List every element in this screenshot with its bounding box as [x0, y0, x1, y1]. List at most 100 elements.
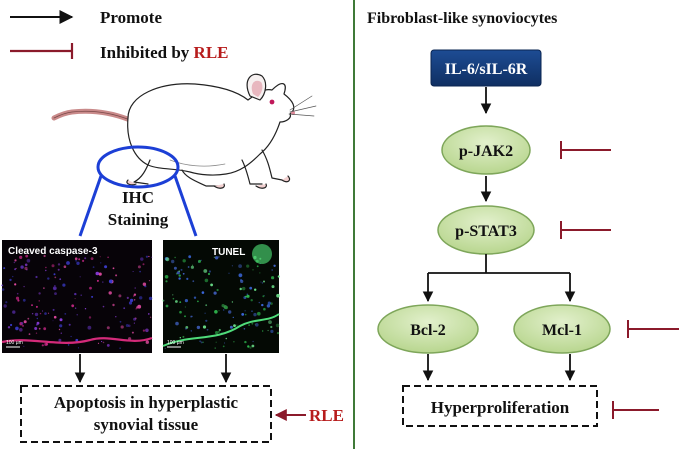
- stain-speckle: [229, 325, 233, 329]
- stain-speckle: [247, 345, 250, 348]
- stain-speckle: [165, 257, 170, 262]
- hyper-inhibit-icon: [612, 401, 659, 419]
- stain-speckle: [119, 320, 122, 323]
- stain-speckle: [277, 275, 280, 278]
- stain-speckle: [64, 313, 67, 315]
- stain-speckle: [7, 326, 11, 329]
- stain-speckle: [19, 255, 23, 259]
- stain-speckle: [199, 340, 201, 343]
- stain-speckle: [134, 287, 136, 289]
- stain-speckle: [254, 288, 257, 291]
- stain-speckle: [22, 298, 26, 302]
- stain-speckle: [180, 268, 183, 271]
- stain-speckle: [271, 276, 275, 280]
- stain-speckle: [259, 272, 261, 274]
- stain-speckle: [191, 264, 194, 266]
- stain-speckle: [182, 259, 186, 263]
- stain-speckle: [190, 315, 193, 318]
- stain-speckle: [249, 346, 252, 349]
- stain-speckle: [218, 310, 220, 312]
- stain-speckle: [251, 344, 255, 348]
- stain-speckle: [202, 341, 204, 343]
- stain-speckle: [1, 284, 4, 287]
- mcl1-label: Mcl-1: [542, 322, 582, 339]
- stain-speckle: [76, 314, 78, 316]
- stain-speckle: [239, 278, 243, 282]
- stain-speckle: [92, 266, 95, 268]
- stain-speckle: [5, 301, 8, 304]
- caspase-stain-dots: [1, 254, 153, 349]
- stain-speckle: [47, 277, 50, 280]
- stain-speckle: [201, 291, 205, 294]
- stain-speckle: [270, 325, 273, 329]
- stain-speckle: [54, 292, 57, 295]
- stain-speckle: [16, 292, 19, 295]
- stain-speckle: [174, 256, 176, 259]
- stain-speckle: [3, 267, 6, 270]
- stain-speckle: [14, 259, 17, 262]
- stain-speckle: [268, 320, 272, 324]
- stain-speckle: [266, 304, 271, 308]
- stain-speckle: [260, 281, 262, 283]
- stain-speckle: [36, 321, 40, 325]
- stain-speckle: [35, 305, 38, 308]
- stain-speckle: [204, 312, 206, 314]
- stain-speckle: [225, 337, 228, 340]
- stain-speckle: [252, 340, 254, 343]
- stain-speckle: [218, 256, 220, 258]
- stain-speckle: [63, 265, 67, 269]
- stain-speckle: [23, 320, 27, 324]
- stain-speckle: [261, 303, 264, 307]
- stain-speckle: [57, 268, 60, 271]
- mcl1-inhibit-icon: [627, 320, 679, 338]
- panel-title: Fibroblast-like synoviocytes: [367, 10, 557, 27]
- stain-speckle: [15, 326, 19, 331]
- stain-speckle: [232, 316, 234, 319]
- stain-speckle: [214, 256, 219, 260]
- stain-speckle: [164, 275, 169, 279]
- stain-speckle: [214, 347, 216, 349]
- stain-speckle: [165, 304, 169, 308]
- stain-speckle: [14, 283, 17, 286]
- stain-speckle: [52, 320, 54, 322]
- stain-speckle: [178, 277, 181, 280]
- stain-speckle: [66, 261, 70, 265]
- il6-label: IL-6/sIL-6R: [445, 61, 528, 78]
- stain-speckle: [203, 269, 208, 273]
- stain-speckle: [241, 313, 245, 316]
- stain-speckle: [20, 265, 24, 269]
- stain-speckle: [270, 329, 274, 333]
- stain-speckle: [58, 328, 61, 331]
- stain-speckle: [68, 323, 71, 326]
- stain-speckle: [214, 310, 218, 314]
- stain-speckle: [57, 263, 61, 266]
- stain-speckle: [44, 312, 47, 315]
- micrograph-cleaved-caspase: Cleaved caspase-3 100 μm: [1, 240, 153, 353]
- stain-speckle: [254, 323, 259, 327]
- stain-speckle: [244, 310, 246, 312]
- stain-speckle: [197, 300, 199, 303]
- stain-speckle: [205, 319, 208, 322]
- stain-speckle: [54, 285, 56, 287]
- stain-speckle: [99, 256, 101, 258]
- stain-speckle: [84, 257, 87, 260]
- il6-node: IL-6/sIL-6R: [430, 49, 542, 87]
- stain-speckle: [76, 261, 80, 265]
- stain-speckle: [102, 281, 104, 283]
- mcl1-node: Mcl-1: [513, 304, 611, 354]
- pjak2-label: p-JAK2: [459, 143, 513, 160]
- apoptosis-line2: synovial tissue: [94, 415, 199, 434]
- stain-speckle: [244, 295, 247, 298]
- tunel-scale-bar-label: 100 μm: [167, 340, 184, 346]
- staining-label: Staining: [108, 210, 169, 229]
- stain-speckle: [171, 259, 175, 264]
- stain-speckle: [19, 328, 23, 332]
- stain-speckle: [34, 327, 38, 330]
- stain-speckle: [179, 301, 182, 303]
- stain-speckle: [54, 276, 57, 279]
- caspase-scale-bar-label: 100 μm: [6, 340, 23, 346]
- stain-speckle: [27, 317, 30, 320]
- stain-speckle: [145, 340, 149, 344]
- stain-speckle: [115, 316, 117, 318]
- stain-speckle: [15, 267, 17, 269]
